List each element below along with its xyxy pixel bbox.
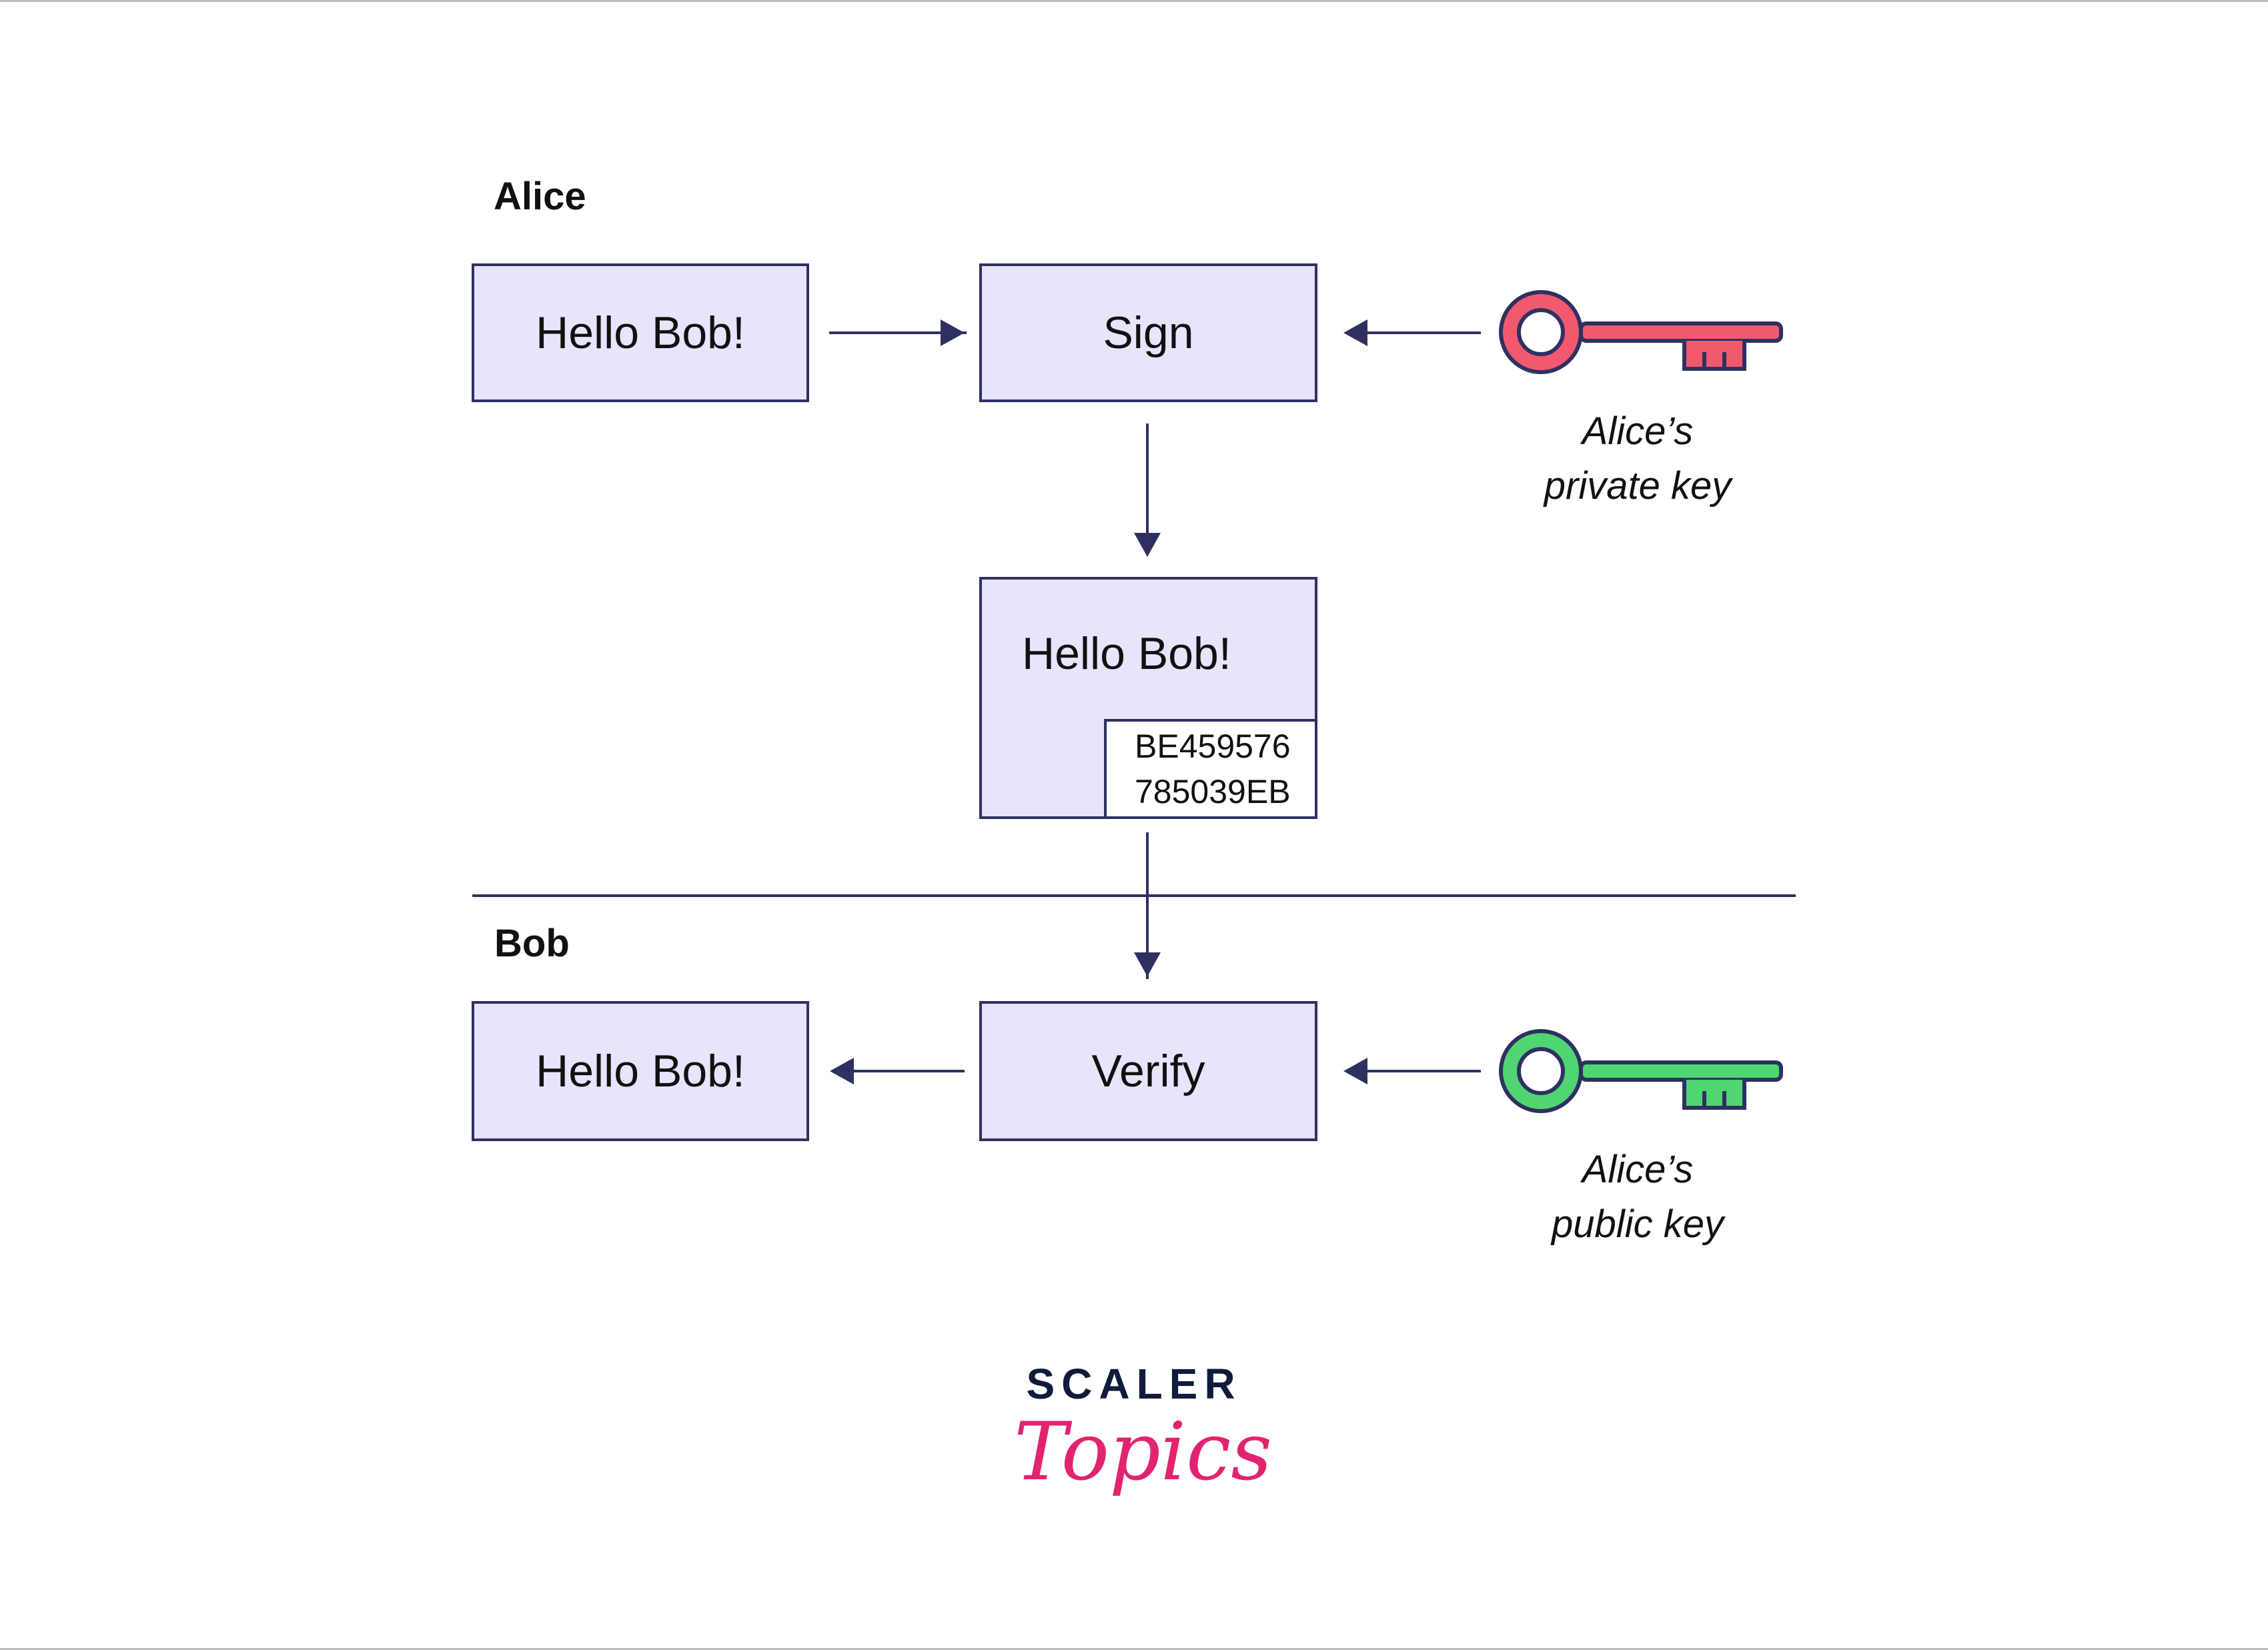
signature-line1: BE459576 xyxy=(1135,728,1291,765)
logo-topics-text: Topics xyxy=(1014,1406,1272,1499)
public-key-caption-line2: public key xyxy=(1552,1202,1724,1246)
arrowhead-to-verify xyxy=(1134,952,1161,976)
private-key-icon xyxy=(1499,290,1783,374)
arrow-private-key-to-sign xyxy=(1367,331,1481,334)
arrowhead-public-key xyxy=(1343,1058,1367,1084)
logo-scaler-text: SCALER xyxy=(1026,1360,1242,1408)
arrowhead-private-key xyxy=(1343,319,1367,346)
private-key-caption-line1: Alice’s xyxy=(1582,409,1694,453)
public-key-icon xyxy=(1499,1029,1783,1113)
arrowhead-to-signed-message xyxy=(1134,533,1161,557)
arrow-sign-to-signed-message xyxy=(1146,424,1149,537)
bob-message-box: Hello Bob! xyxy=(472,1001,809,1141)
private-key-caption: Alice’s private key xyxy=(1484,404,1791,514)
alice-section-label: Alice xyxy=(494,175,586,218)
section-divider xyxy=(472,894,1796,897)
verify-box: Verify xyxy=(979,1001,1317,1141)
alice-message-text: Hello Bob! xyxy=(536,307,745,358)
public-key-caption: Alice’s public key xyxy=(1484,1142,1791,1252)
alice-message-box: Hello Bob! xyxy=(472,263,809,402)
public-key-caption-line1: Alice’s xyxy=(1582,1148,1694,1191)
signature-box: BE459576 785039EB xyxy=(1104,719,1317,819)
bob-section-label: Bob xyxy=(494,922,570,965)
scaler-topics-logo: SCALER Topics xyxy=(1014,1359,1272,1533)
signed-message-text: Hello Bob! xyxy=(1022,628,1231,679)
sign-box: Sign xyxy=(979,263,1317,402)
arrow-verify-to-message xyxy=(854,1070,965,1072)
arrowhead-to-sign xyxy=(941,319,965,346)
signed-message-box: Hello Bob! xyxy=(979,577,1317,819)
arrow-message-to-sign xyxy=(829,331,967,334)
sign-label: Sign xyxy=(1103,307,1194,358)
arrowhead-to-bob-message xyxy=(830,1058,854,1084)
verify-label: Verify xyxy=(1091,1046,1205,1096)
bob-message-text: Hello Bob! xyxy=(536,1046,745,1096)
arrow-public-key-to-verify xyxy=(1367,1070,1481,1072)
arrow-signed-message-to-verify xyxy=(1146,832,1149,979)
private-key-caption-line2: private key xyxy=(1544,464,1732,508)
signature-line2: 785039EB xyxy=(1135,773,1291,810)
